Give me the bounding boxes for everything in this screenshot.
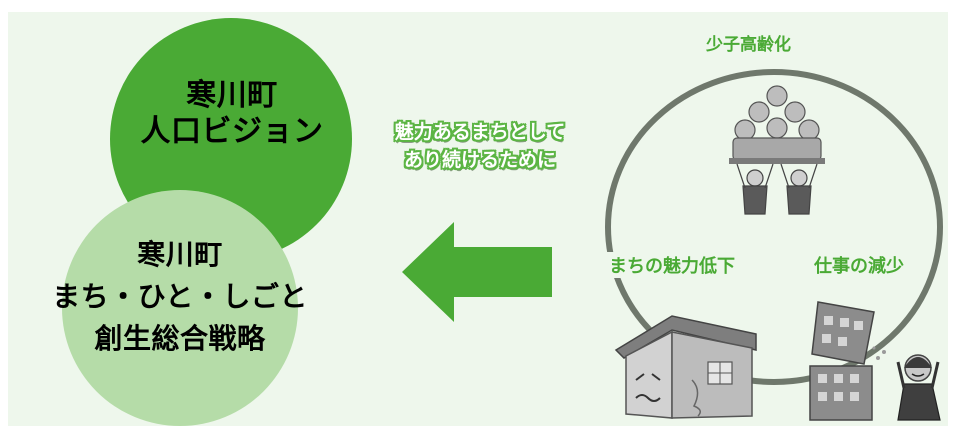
- left-arrow-icon: [402, 222, 552, 322]
- vision-title-line2: 人口ビジョン: [140, 114, 324, 149]
- strategy-title-line3: 創生総合戦略: [94, 322, 266, 355]
- cycle-label-aging: 少子高齢化: [706, 35, 791, 55]
- caption-line2: あり続けるために: [403, 149, 556, 171]
- strategy-title-line2: まち・ひと・しごと: [52, 280, 308, 313]
- strategy-title: 寒川町 まち・ひと・しごと 創生総合戦略: [8, 234, 352, 360]
- elderly-population-icon: [729, 85, 825, 215]
- collapsing-building-icon: [809, 301, 941, 421]
- attractive-town-caption: 魅力あるまちとして あり続けるために: [360, 118, 600, 174]
- worried-worker-icon: [896, 354, 941, 421]
- abandoned-house-icon: [614, 315, 757, 419]
- comprehensive-strategy-circle: [62, 190, 298, 426]
- cycle-label-attractiveness-decline: まちの魅力低下: [607, 252, 737, 278]
- vicious-cycle-ring: [605, 69, 943, 385]
- vision-title-line1: 寒川町: [186, 78, 278, 113]
- strategy-title-line1: 寒川町: [137, 238, 223, 271]
- caption-line1: 魅力あるまちとして: [394, 121, 566, 143]
- cycle-label-job-decrease: 仕事の減少: [812, 252, 906, 278]
- population-vision-title: 寒川町 人口ビジョン: [118, 78, 346, 150]
